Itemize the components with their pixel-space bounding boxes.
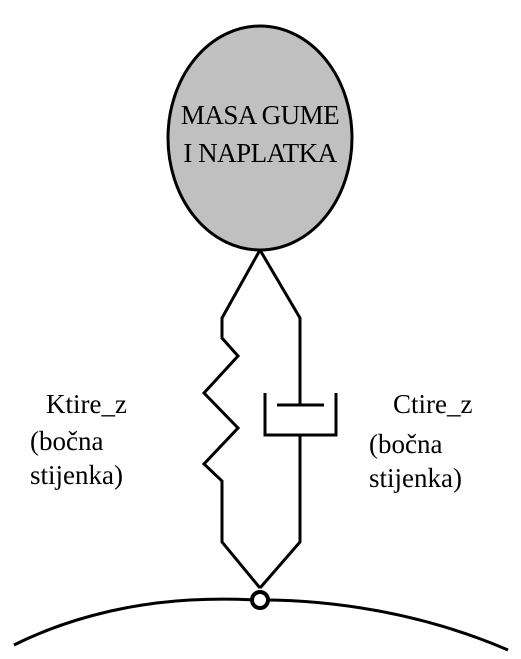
damper-lower-rod xyxy=(258,435,302,589)
damper-label: Ctire_z xyxy=(393,389,473,419)
damper-sublabel-2: stijenka) xyxy=(369,463,462,493)
spring-element xyxy=(201,249,262,589)
spring-label: Ktire_z xyxy=(46,389,127,419)
mass-label-line2: I NAPLATKA xyxy=(183,138,337,168)
road-surface xyxy=(13,597,509,652)
mass-label: MASA GUME I NAPLATKA xyxy=(160,96,360,172)
mass-label-line1: MASA GUME xyxy=(180,100,340,130)
spring-sublabel-2: stijenka) xyxy=(30,460,123,490)
damper-upper-rod xyxy=(258,249,302,405)
contact-point xyxy=(250,590,270,610)
spring-sublabel-1: (bočna xyxy=(30,426,104,456)
damper-sublabel-1: (bočna xyxy=(369,429,443,459)
